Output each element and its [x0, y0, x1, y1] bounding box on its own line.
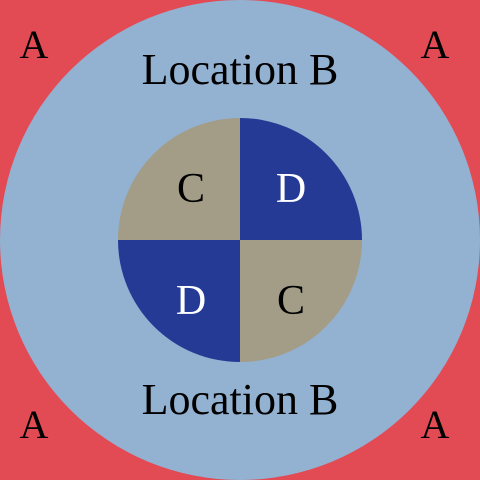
corner-label-top-left: A: [20, 22, 49, 67]
corner-label-top-right: A: [421, 22, 450, 67]
quadrant-bottom-right: [240, 240, 362, 362]
quadrant-label-bottom-right: C: [277, 278, 305, 324]
quadrant-label-bottom-left: D: [176, 278, 206, 324]
corner-label-bottom-right: A: [421, 402, 450, 447]
location-label-bottom: Location B: [142, 375, 339, 424]
quadrant-label-top-right: D: [276, 166, 306, 212]
quadrant-top-right: [240, 118, 362, 240]
quadrant-top-left: [118, 118, 240, 240]
corner-label-bottom-left: A: [20, 402, 49, 447]
location-label-top: Location B: [142, 45, 339, 94]
quadrant-label-top-left: C: [177, 166, 205, 212]
quadrant-bottom-left: [118, 240, 240, 362]
